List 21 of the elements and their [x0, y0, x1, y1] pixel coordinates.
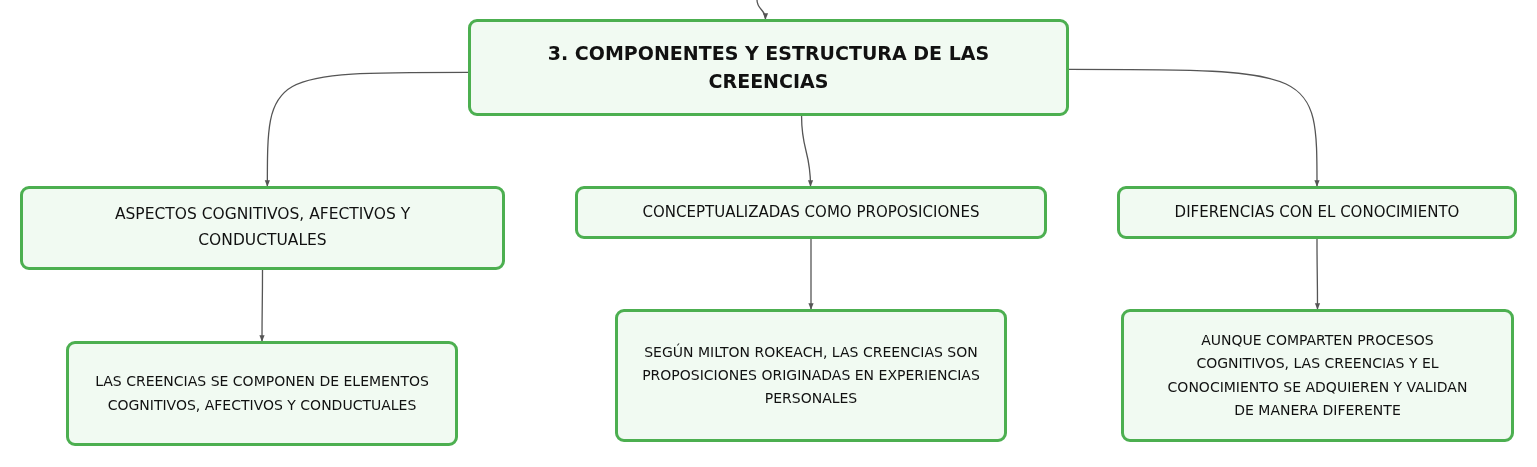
arrow: [800, 115, 813, 187]
concept-text: DIFERENCIAS CON EL CONOCIMIENTO: [1174, 202, 1460, 224]
concept-box: [20, 186, 505, 270]
arrow: [1068, 68, 1320, 187]
arrow: [259, 269, 265, 342]
concept-text: CONCEPTUALIZADAS COMO PROPOSICIONES: [642, 202, 980, 224]
concept-box: [66, 341, 458, 446]
arrow: [264, 71, 469, 187]
concept-text: ASPECTOS COGNITIVOS, AFECTIVOS Y CONDUCTUALES: [113, 204, 412, 251]
concept-text: LAS CREENCIAS SE COMPONEN DE ELEMENTOS COGNITIVOS, AFECTIVOS Y CONDUCTUALES: [94, 372, 430, 415]
concept-box: [1121, 309, 1514, 442]
concept-box: [615, 309, 1007, 442]
concept-text: AUNQUE COMPARTEN PROCESOS COGNITIVOS, LAS CREENCIAS Y EL CONOCIMIENTO SE ADQUIEREN Y VALIDAN DE MANERA DIFERENTE: [1166, 331, 1469, 420]
concept-box: [1117, 186, 1517, 239]
arrow: [808, 238, 814, 310]
arrow: [756, 0, 768, 20]
topic-title: 3. COMPONENTES Y ESTRUCTURA DE LAS CREENCIAS: [546, 40, 991, 94]
topic-box: [468, 19, 1069, 116]
concept-box: [575, 186, 1047, 239]
concept-text: SEGÚN MILTON ROKEACH, LAS CREENCIAS SON PROPOSICIONES ORIGINADAS EN EXPERIENCIAS PERSONALES: [641, 342, 981, 409]
arrow: [1314, 238, 1321, 310]
